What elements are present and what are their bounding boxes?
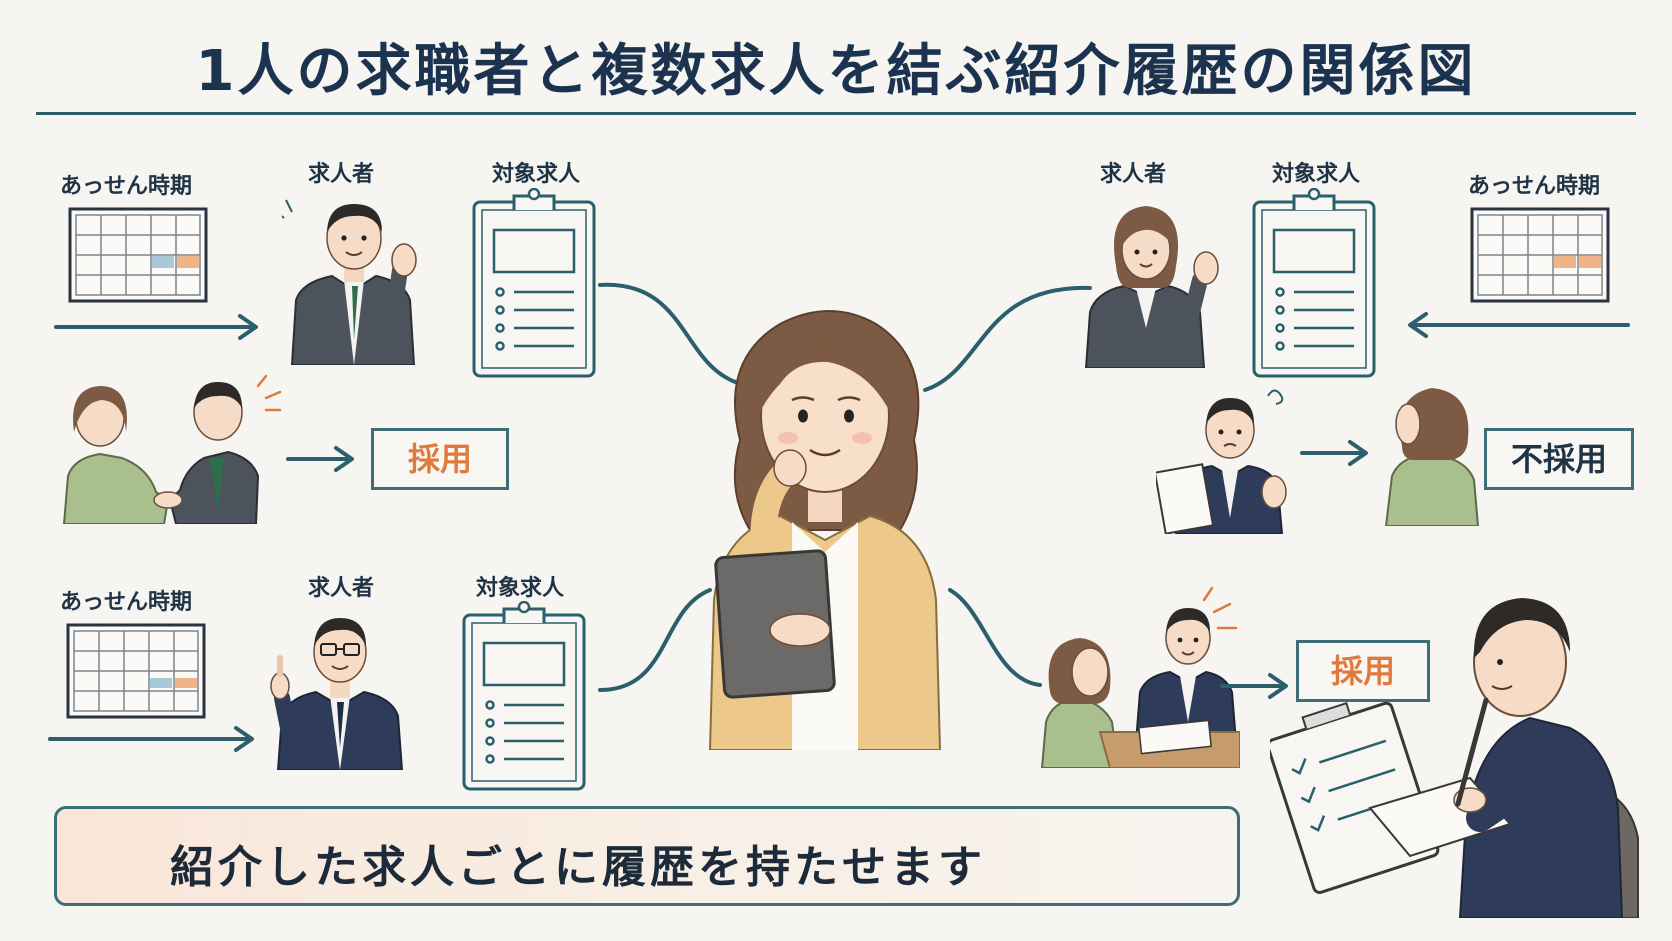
page-title: 1人の求職者と複数求人を結ぶ紹介履歴の関係図: [195, 39, 1477, 104]
man-rejecting-icon: [1156, 389, 1287, 534]
label-seeker-lt: 求人者: [308, 162, 375, 187]
man-writing-icon: [1270, 598, 1639, 918]
label-period-rt: あっせん時期: [1468, 174, 1601, 199]
label-seeker-rt: 求人者: [1100, 162, 1167, 187]
arrow-right-icon: [286, 446, 354, 472]
clipboard-icon: [1252, 188, 1376, 378]
clipboard-icon: [462, 601, 586, 791]
arrow-right-icon: [1300, 440, 1368, 466]
woman-back-view-icon: [1384, 388, 1480, 526]
summary-banner: [54, 806, 1240, 906]
calendar-icon: [68, 207, 208, 303]
arrow-right-icon: [48, 726, 254, 752]
man-waving-icon: [282, 199, 417, 365]
interview-meeting-icon: [1040, 608, 1240, 768]
label-job-lb: 対象求人: [476, 576, 565, 601]
label-period-lb: あっせん時期: [60, 590, 193, 615]
title-divider: [36, 112, 1636, 115]
label-job-rt: 対象求人: [1272, 162, 1361, 187]
clipboard-icon: [472, 188, 596, 378]
calendar-icon: [66, 623, 206, 719]
label-seeker-lb: 求人者: [308, 576, 375, 601]
woman-waving-icon: [1084, 206, 1219, 368]
sparkle-icon: [1202, 586, 1238, 630]
arrow-right-icon: [54, 314, 258, 340]
man-pointing-icon: [270, 618, 404, 770]
arrow-left-icon: [1408, 312, 1630, 338]
handshake-icon: [62, 374, 282, 524]
result-badge-hired-left: 採用: [371, 428, 509, 490]
result-badge-hired-right: 採用: [1296, 640, 1430, 702]
calendar-icon: [1470, 207, 1610, 303]
result-badge-rejected: 不採用: [1484, 428, 1634, 490]
summary-banner-text: 紹介した求人ごとに履歴を持たせます: [170, 842, 986, 893]
job-seeker-woman-icon: [708, 310, 942, 750]
arrow-right-icon: [1220, 673, 1288, 699]
label-job-lt: 対象求人: [492, 162, 581, 187]
label-period-lt: あっせん時期: [60, 174, 193, 199]
